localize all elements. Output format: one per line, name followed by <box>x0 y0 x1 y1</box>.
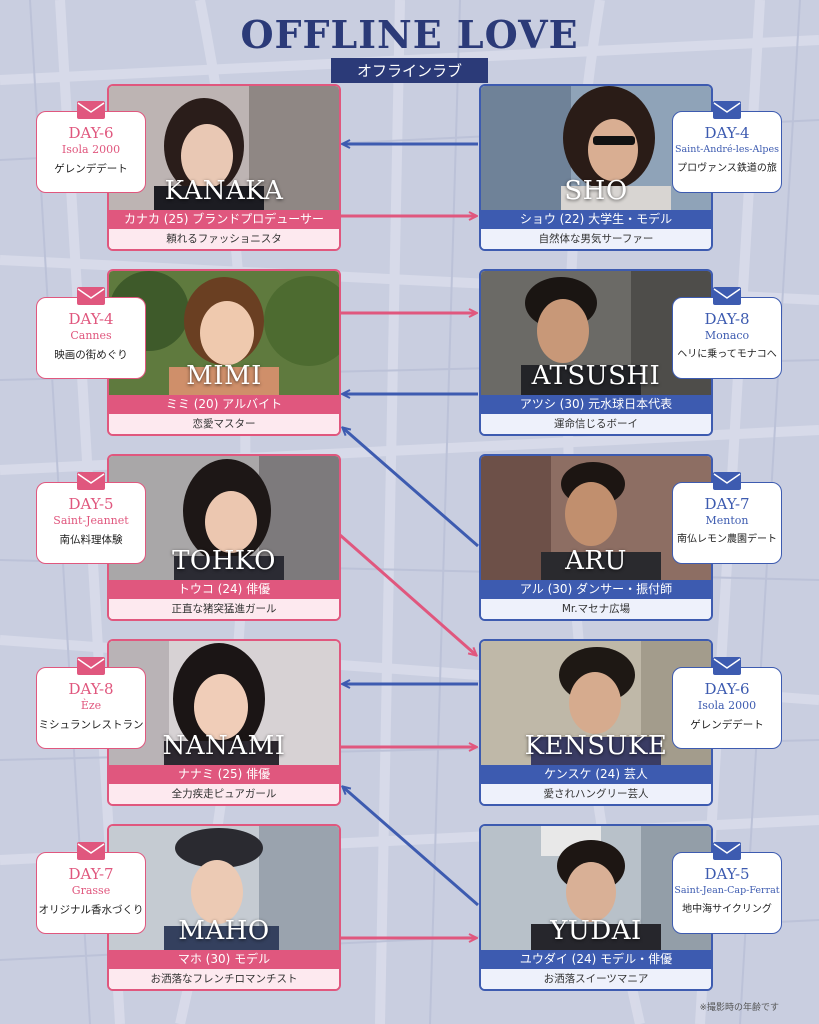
portrait-photo <box>109 86 339 210</box>
date-badge-kanaka: DAY-6 Isola 2000 ゲレンデデート <box>36 101 146 193</box>
title-japanese: オフラインラブ <box>330 58 488 83</box>
profile-line: マホ (30) モデル <box>109 950 339 969</box>
date-activity: 南仏レモン農園デート <box>677 534 777 545</box>
tagline: お洒落なフレンチロマンチスト <box>109 969 339 989</box>
profile-line: ケンスケ (24) 芸人 <box>481 765 711 784</box>
date-activity: オリジナル香水づくり <box>38 904 144 916</box>
date-day: DAY-4 <box>68 310 114 328</box>
person-name: YUDAI <box>550 916 642 946</box>
envelope-icon <box>77 287 105 305</box>
profile-line: トウコ (24) 俳優 <box>109 580 339 599</box>
profile-card-tohko[interactable]: TOHKO トウコ (24) 俳優 正直な猪突猛進ガール <box>107 454 341 621</box>
person-name: KANAKA <box>164 176 284 206</box>
tagline: 恋愛マスター <box>109 414 339 434</box>
date-badge-tohko: DAY-5 Saint-Jeannet 南仏料理体験 <box>36 472 146 564</box>
profile-card-nanami[interactable]: NANAMI ナナミ (25) 俳優 全力疾走ピュアガール <box>107 639 341 806</box>
tagline: 全力疾走ピュアガール <box>109 784 339 804</box>
person-name: TOHKO <box>172 546 276 576</box>
portrait-photo <box>109 271 339 395</box>
portrait-photo <box>109 826 339 950</box>
date-day: DAY-8 <box>68 680 114 698</box>
date-badge-kensuke: DAY-6 Isola 2000 ゲレンデデート <box>672 657 782 749</box>
date-place: Grasse <box>71 884 111 897</box>
envelope-icon <box>713 287 741 305</box>
profile-line: アル (30) ダンサー・振付師 <box>481 580 711 599</box>
date-day: DAY-6 <box>68 124 114 142</box>
date-badge-atsushi: DAY-8 Monaco ヘリに乗ってモナコへ <box>672 287 782 379</box>
date-day: DAY-8 <box>704 310 750 328</box>
envelope-icon <box>77 657 105 675</box>
date-activity: 地中海サイクリング <box>682 904 772 915</box>
tagline: 愛されハングリー芸人 <box>481 784 711 804</box>
date-badge-aru: DAY-7 Menton 南仏レモン農園デート <box>672 472 782 564</box>
tagline: 頼れるファッショニスタ <box>109 229 339 249</box>
person-name: ATSUSHI <box>531 361 661 391</box>
envelope-icon <box>713 101 741 119</box>
date-place: Saint-Jean-Cap-Ferrat <box>674 885 780 896</box>
date-activity: 南仏料理体験 <box>59 534 123 546</box>
envelope-icon <box>713 472 741 490</box>
date-day: DAY-7 <box>68 865 114 883</box>
portrait-photo <box>481 86 711 210</box>
date-badge-yudai: DAY-5 Saint-Jean-Cap-Ferrat 地中海サイクリング <box>672 842 782 934</box>
date-activity: 映画の街めぐり <box>54 349 128 361</box>
date-activity: ミシュランレストラン <box>38 719 144 731</box>
date-badge-sho: DAY-4 Saint-André-les-Alpes プロヴァンス鉄道の旅 <box>672 101 782 193</box>
profile-line: カナカ (25) ブランドプロデューサー <box>109 210 339 229</box>
date-day: DAY-5 <box>704 865 750 883</box>
person-name: SHO <box>564 176 628 206</box>
person-name: NANAMI <box>162 731 286 761</box>
date-activity: プロヴァンス鉄道の旅 <box>677 163 777 174</box>
profile-line: ユウダイ (24) モデル・俳優 <box>481 950 711 969</box>
date-day: DAY-4 <box>704 124 750 142</box>
tagline: Mr.マセナ広場 <box>481 599 711 619</box>
title-english: OFFLINE LOVE <box>240 12 579 57</box>
date-badge-maho: DAY-7 Grasse オリジナル香水づくり <box>36 842 146 934</box>
profile-card-kanaka[interactable]: KANAKA カナカ (25) ブランドプロデューサー 頼れるファッショニスタ <box>107 84 341 251</box>
profile-line: ナナミ (25) 俳優 <box>109 765 339 784</box>
date-activity: ゲレンデデート <box>690 719 764 731</box>
date-badge-nanami: DAY-8 Èze ミシュランレストラン <box>36 657 146 749</box>
tagline: 自然体な男気サーファー <box>481 229 711 249</box>
date-place: Cannes <box>70 329 112 342</box>
person-name: MAHO <box>178 916 270 946</box>
profile-line: ショウ (22) 大学生・モデル <box>481 210 711 229</box>
date-place: Menton <box>705 514 749 527</box>
date-place: Saint-André-les-Alpes <box>674 144 779 155</box>
profile-card-yudai[interactable]: YUDAI ユウダイ (24) モデル・俳優 お洒落スイーツマニア <box>479 824 713 991</box>
profile-line: アツシ (30) 元水球日本代表 <box>481 395 711 414</box>
tagline: お洒落スイーツマニア <box>481 969 711 989</box>
date-day: DAY-5 <box>68 495 114 513</box>
date-day: DAY-7 <box>704 495 750 513</box>
person-name: MIMI <box>186 361 262 391</box>
envelope-icon <box>77 101 105 119</box>
date-badge-mimi: DAY-4 Cannes 映画の街めぐり <box>36 287 146 379</box>
envelope-icon <box>713 657 741 675</box>
date-place: Saint-Jeannet <box>53 514 129 527</box>
envelope-icon <box>713 842 741 860</box>
person-name: KENSUKE <box>524 731 668 761</box>
envelope-icon <box>77 842 105 860</box>
person-name: ARU <box>565 546 627 576</box>
tagline: 運命信じるボーイ <box>481 414 711 434</box>
date-place: Isola 2000 <box>61 143 121 156</box>
envelope-icon <box>77 472 105 490</box>
portrait-photo <box>109 641 339 765</box>
date-place: Monaco <box>704 329 750 342</box>
profile-card-sho[interactable]: SHO ショウ (22) 大学生・モデル 自然体な男気サーファー <box>479 84 713 251</box>
date-place: Isola 2000 <box>697 699 757 712</box>
date-place: Èze <box>80 699 102 712</box>
date-activity: ゲレンデデート <box>54 163 128 175</box>
profile-card-mimi[interactable]: MIMI ミミ (20) アルバイト 恋愛マスター <box>107 269 341 436</box>
date-day: DAY-6 <box>704 680 750 698</box>
tagline: 正直な猪突猛進ガール <box>109 599 339 619</box>
title-block: OFFLINE LOVE オフラインラブ <box>0 14 819 83</box>
footnote: ※撮影時の年齢です <box>699 1003 779 1013</box>
profile-line: ミミ (20) アルバイト <box>109 395 339 414</box>
date-activity: ヘリに乗ってモナコへ <box>677 349 777 360</box>
portrait-photo <box>109 456 339 580</box>
